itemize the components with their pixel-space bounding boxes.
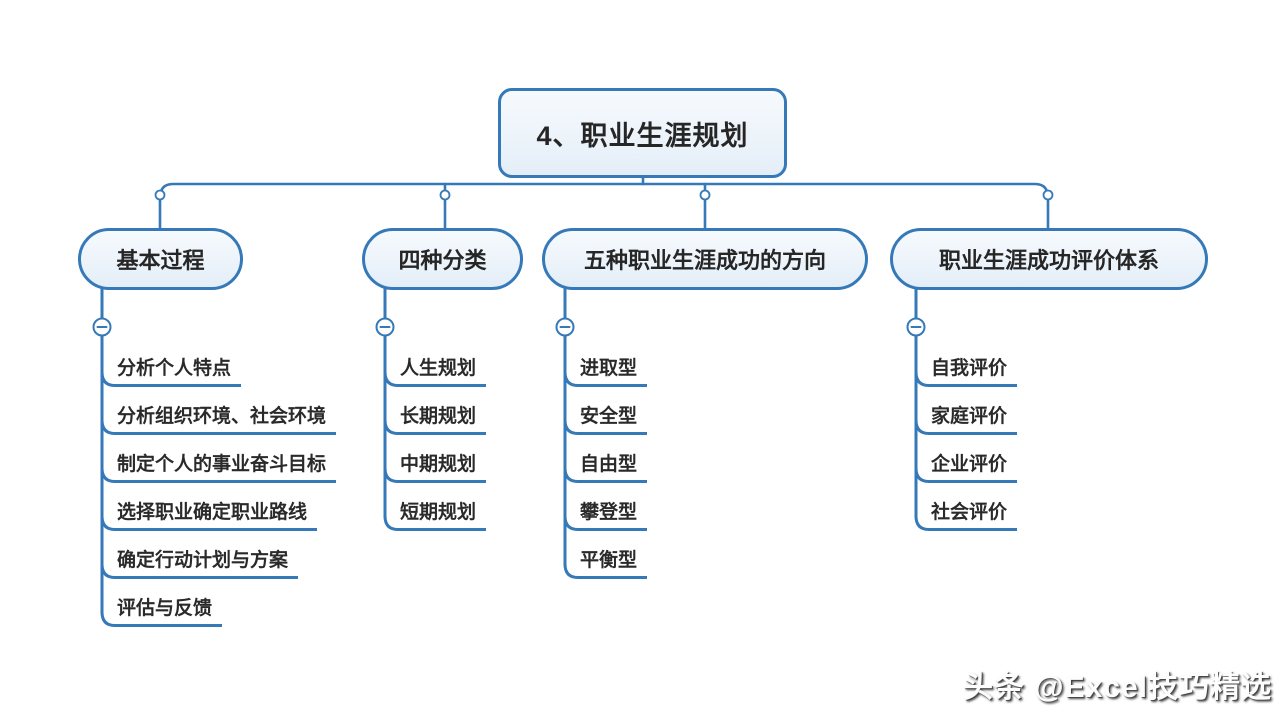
- child-node[interactable]: 家庭评价: [928, 403, 1018, 435]
- circle-junction-icon: [439, 189, 451, 201]
- branch-node-evaluation-system[interactable]: 职业生涯成功评价体系: [890, 228, 1208, 290]
- branch-node-basic-process[interactable]: 基本过程: [78, 228, 243, 290]
- child-node[interactable]: 自我评价: [928, 355, 1018, 387]
- bus-line: [158, 182, 1050, 200]
- child-node[interactable]: 制定个人的事业奋斗目标: [114, 451, 337, 483]
- child-node[interactable]: 平衡型: [577, 547, 648, 579]
- child-node[interactable]: 进取型: [577, 355, 648, 387]
- child-node[interactable]: 企业评价: [928, 451, 1018, 483]
- child-node[interactable]: 自由型: [577, 451, 648, 483]
- child-node[interactable]: 中期规划: [397, 451, 487, 483]
- branch-node-five-directions[interactable]: 五种职业生涯成功的方向: [542, 228, 868, 290]
- circle-junction-icon: [1042, 189, 1054, 201]
- collapse-minus-icon[interactable]: [555, 317, 575, 337]
- child-node[interactable]: 人生规划: [397, 355, 487, 387]
- collapse-minus-icon[interactable]: [375, 317, 395, 337]
- watermark: 头条 @Excel技巧精选: [963, 671, 1272, 704]
- branch-node-four-categories[interactable]: 四种分类: [362, 228, 523, 290]
- child-node[interactable]: 分析组织环境、社会环境: [114, 403, 337, 435]
- root-node[interactable]: 4、职业生涯规划: [498, 88, 787, 178]
- circle-junction-icon: [699, 189, 711, 201]
- child-node[interactable]: 攀登型: [577, 499, 648, 531]
- child-node[interactable]: 评估与反馈: [114, 595, 223, 627]
- collapse-minus-icon[interactable]: [92, 317, 112, 337]
- collapse-minus-icon[interactable]: [906, 317, 926, 337]
- child-node[interactable]: 选择职业确定职业路线: [114, 499, 318, 531]
- child-node[interactable]: 社会评价: [928, 499, 1018, 531]
- circle-junction-icon: [154, 189, 166, 201]
- child-node[interactable]: 长期规划: [397, 403, 487, 435]
- child-node[interactable]: 确定行动计划与方案: [114, 547, 299, 579]
- child-node[interactable]: 分析个人特点: [114, 355, 242, 387]
- child-node[interactable]: 安全型: [577, 403, 648, 435]
- child-node[interactable]: 短期规划: [397, 499, 487, 531]
